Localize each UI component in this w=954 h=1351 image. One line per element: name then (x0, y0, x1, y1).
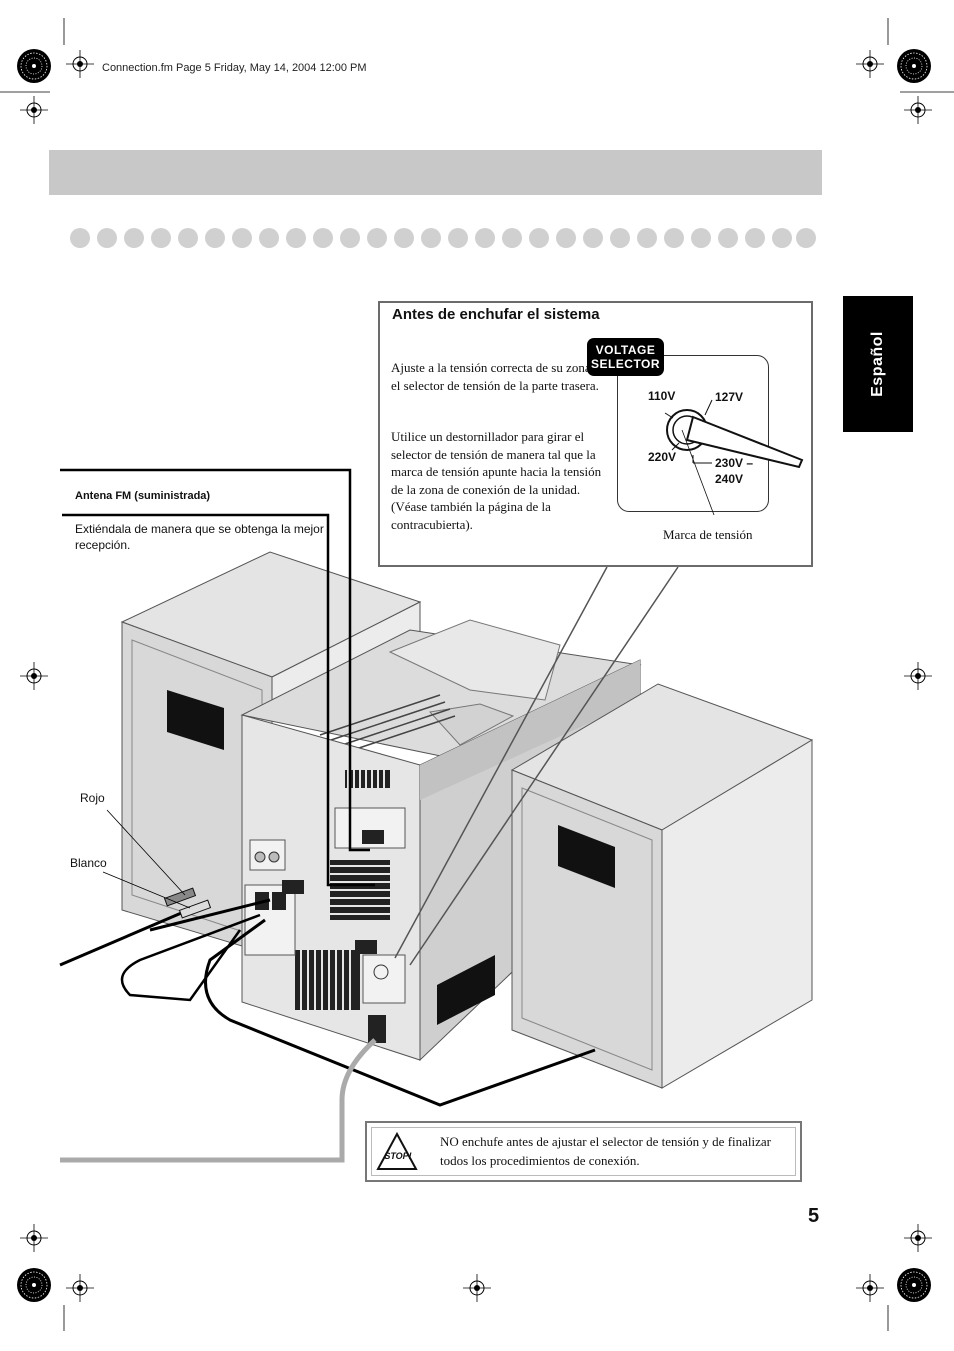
warning-box-inner (371, 1127, 796, 1176)
panel-title: Antes de enchufar el sistema (392, 306, 600, 323)
warning-text: NO enchufe antes de ajustar el selector … (440, 1134, 771, 1168)
white-cable-label: Blanco (70, 856, 107, 870)
panel-paragraph-1: Ajuste a la tensión correcta de su zona … (391, 360, 613, 393)
fm-antenna-title: Antena FM (suministrada) (75, 490, 211, 502)
label-230v: 230V – (715, 456, 754, 470)
voltage-dial-illustration (664, 399, 804, 515)
file-info-header: Connection.fm Page 5 Friday, May 14, 200… (102, 62, 367, 74)
fm-antenna-description: Extiéndala de manera que se obtenga la m… (75, 522, 324, 552)
voltage-mark-caption: Marca de tensión (663, 527, 753, 542)
voltage-selector-inset (617, 355, 769, 512)
label-110v: 110V (648, 389, 676, 403)
voltage-selector-badge: VOLTAGE SELECTOR (587, 338, 664, 376)
warning-box (365, 1121, 802, 1182)
badge-line-2: SELECTOR (590, 357, 661, 371)
label-240v: 240V (715, 472, 744, 486)
stop-icon-text: STOP! (384, 1151, 412, 1161)
title-bar (49, 150, 822, 195)
badge-line-1: VOLTAGE (595, 343, 656, 357)
page-number: 5 (808, 1205, 820, 1227)
label-127v: 127V (715, 390, 744, 404)
dot-row-decoration (62, 228, 816, 248)
label-220v: 220V (648, 450, 677, 464)
language-tab[interactable]: Español (843, 296, 913, 432)
stop-sign-icon (376, 1131, 418, 1170)
right-speaker (437, 683, 814, 1089)
panel-paragraph-2: Utilice un destornillador para girar el … (391, 429, 602, 532)
red-cable-label: Rojo (80, 791, 105, 805)
